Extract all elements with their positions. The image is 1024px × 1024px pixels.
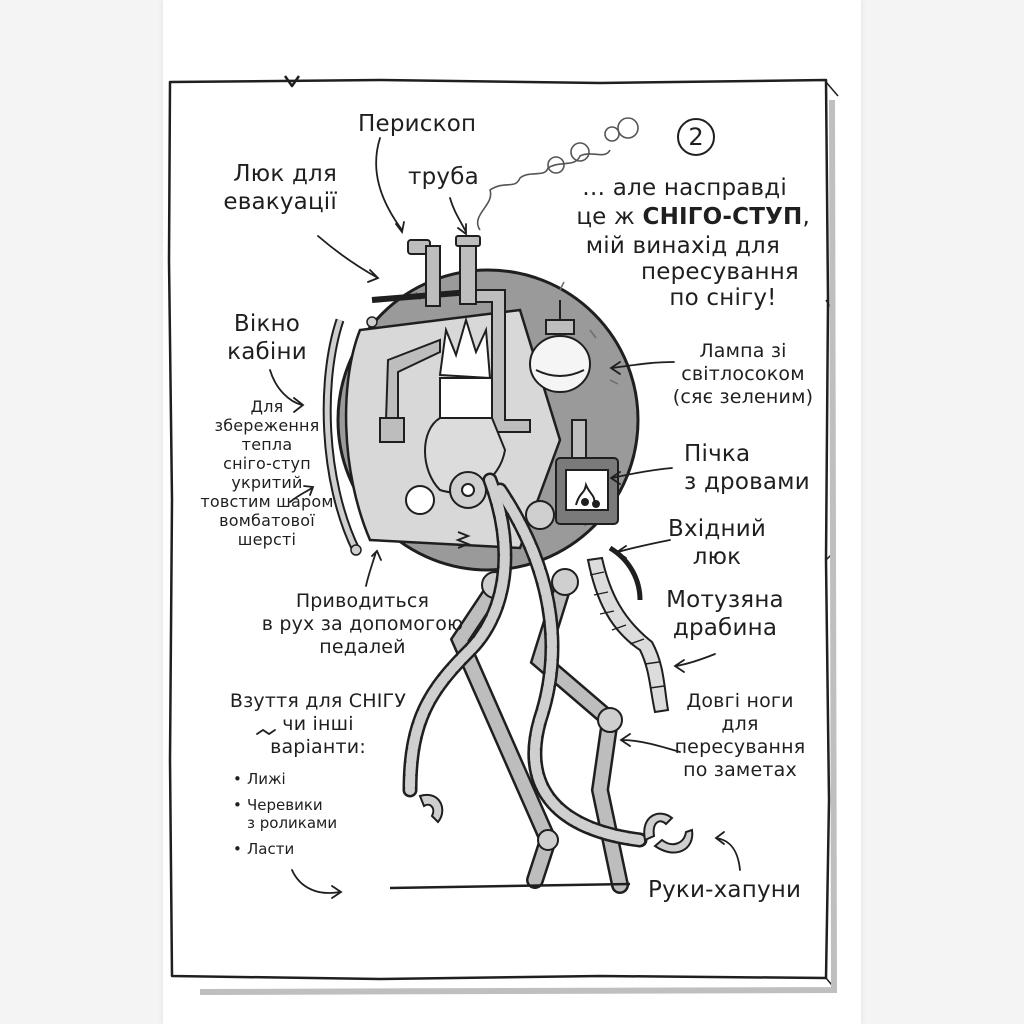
label-stove: Пічка з дровами bbox=[684, 441, 810, 495]
footwear-options-list: Лижі Черевики з роликами Ласти bbox=[233, 770, 337, 866]
page-number-badge: 2 bbox=[677, 118, 715, 156]
lamp bbox=[529, 300, 591, 393]
label-grabber-arms: Руки-хапуни bbox=[648, 877, 802, 903]
label-rope-ladder: Мотузяна драбина bbox=[666, 587, 784, 641]
ground-line bbox=[389, 882, 631, 890]
footwear-option: Ласти bbox=[233, 840, 337, 858]
label-evacuation-hatch: Люк для евакуації bbox=[223, 161, 337, 215]
label-periscope: Перископ bbox=[358, 111, 477, 137]
label-entry-hatch: Вхідний люк bbox=[667, 516, 767, 570]
caption-emphasis: СНІГО-СТУП bbox=[642, 204, 803, 230]
caption-line-4: пересування bbox=[641, 259, 799, 285]
grabber-arms-metal bbox=[405, 475, 645, 845]
driver-with-crown bbox=[405, 316, 507, 515]
caption-line-2-suffix: , bbox=[802, 204, 810, 230]
smoke-puffs bbox=[476, 117, 639, 231]
periscope-and-pipe bbox=[379, 235, 531, 443]
annotation-arrows bbox=[256, 137, 741, 899]
label-lamp: Лампа зі світлосоком (сяє зеленим) bbox=[672, 340, 814, 408]
footwear-option: Лижі bbox=[233, 770, 337, 788]
stove bbox=[555, 419, 619, 525]
caption-line-3: мій винахід для bbox=[585, 233, 780, 259]
rope-ladder bbox=[586, 545, 670, 714]
page-frame bbox=[167, 75, 839, 991]
claw-hands bbox=[418, 793, 694, 854]
caption-line-2: це ж СНІГО-СТУП, bbox=[548, 203, 810, 231]
caption-line-1: … але насправді bbox=[582, 175, 787, 201]
caption-line-2-prefix: це ж bbox=[576, 204, 643, 230]
label-footwear: Взуття для СНІГУ чи інші варіанти: bbox=[229, 690, 407, 758]
label-pipe: труба bbox=[408, 164, 479, 190]
label-long-legs: Довгі ноги для пересування по заметах bbox=[674, 690, 806, 781]
label-wombat-wool: Для збереження тепла сніго-ступ укритий … bbox=[200, 397, 334, 549]
label-pedals: Приводиться в рух за допомогою педалей bbox=[261, 590, 464, 658]
pedal-gears bbox=[449, 471, 555, 549]
frame-shadow bbox=[199, 99, 838, 995]
caption-line-5: по снігу! bbox=[669, 285, 777, 311]
label-cabin-window: Вікно кабіни bbox=[227, 311, 307, 365]
footwear-option: Черевики з роликами bbox=[233, 796, 337, 832]
